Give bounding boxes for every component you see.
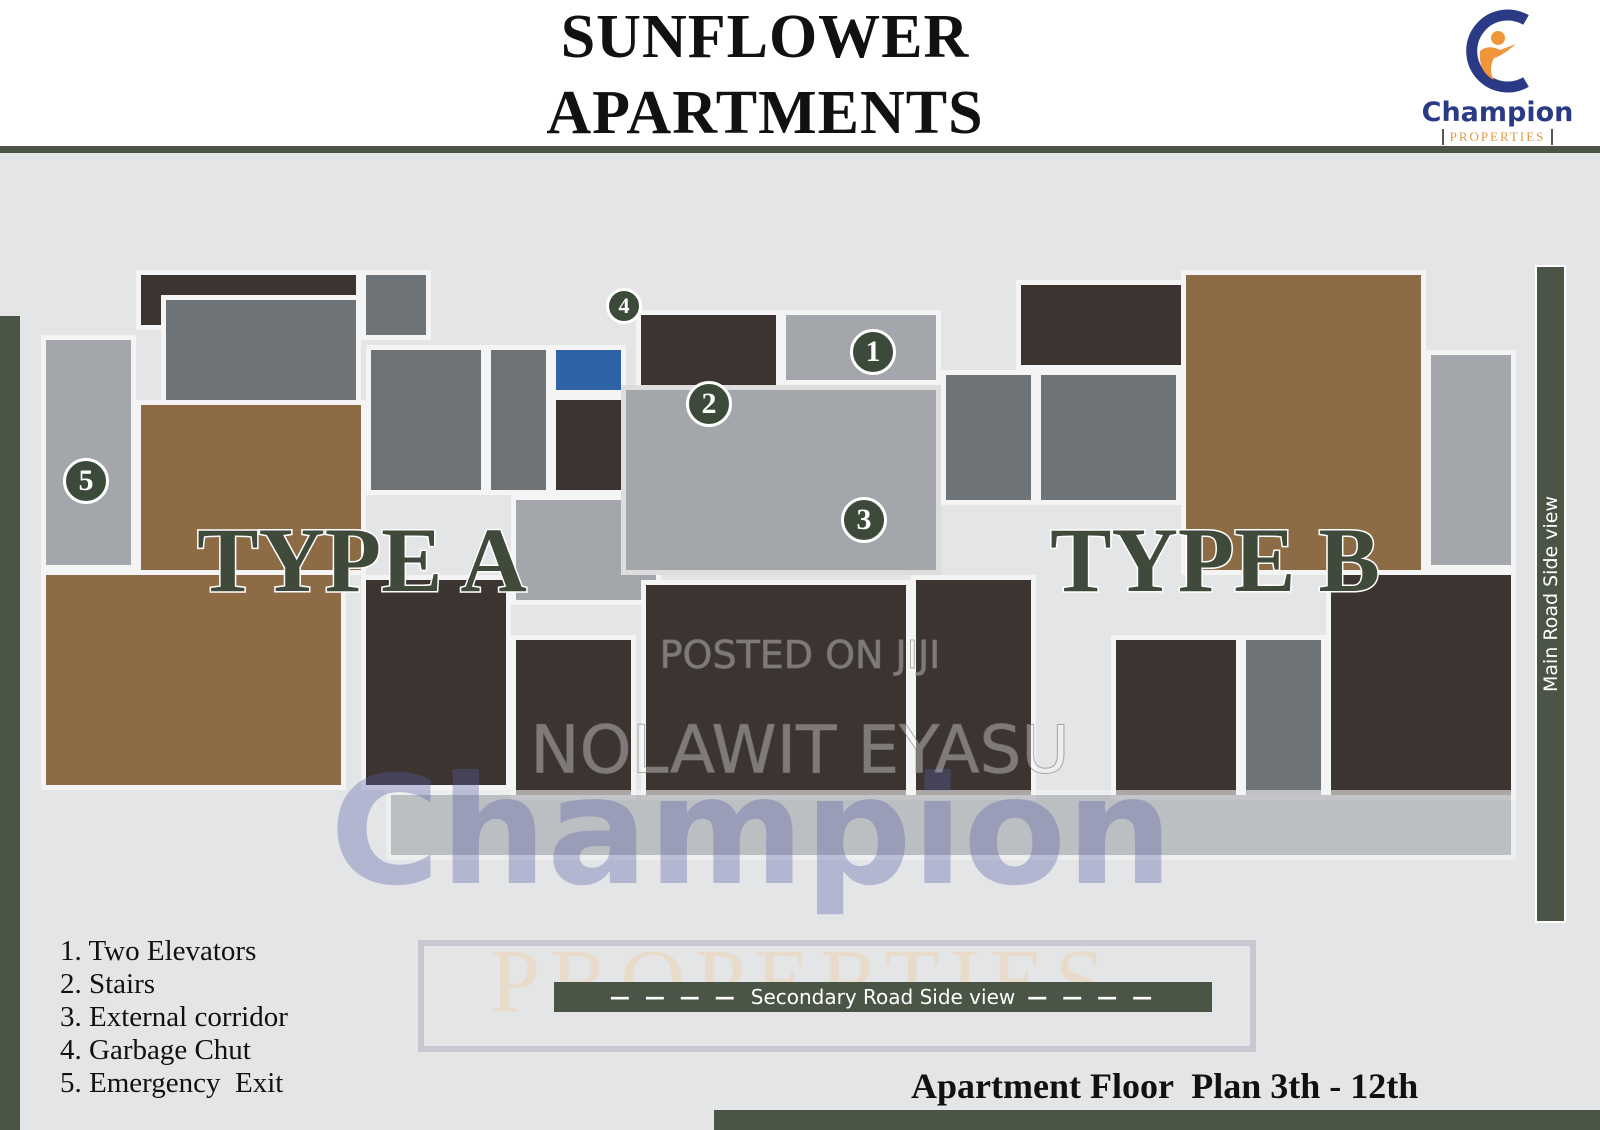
champion-logo: Champion PROPERTIES — [1410, 6, 1585, 146]
room-living-b — [1181, 270, 1426, 575]
type-b-label: TYPE B — [1049, 508, 1382, 613]
legend-item: 4. Garbage Chut — [60, 1034, 251, 1066]
legend: 1. Two Elevators 2. Stairs 3. External c… — [60, 935, 288, 1100]
room-master-a — [361, 575, 511, 790]
room-store-a — [361, 270, 431, 340]
room-closet-a — [551, 395, 626, 495]
marker-elevators: 1 — [850, 329, 896, 375]
title-line-2: APARTMENTS — [546, 79, 984, 147]
properties-watermark-frame — [418, 940, 1256, 1052]
room-bedroom-a2 — [511, 635, 636, 800]
room-bath-a2 — [551, 345, 626, 395]
road-dashes-left: — — — — — [609, 985, 739, 1009]
room-bath-a1 — [486, 345, 551, 495]
room-bath-b4 — [1241, 635, 1326, 800]
legend-item: 2. Stairs — [60, 968, 156, 1000]
room-living-a — [41, 570, 346, 790]
properties-watermark: PROPERTIES — [490, 930, 1115, 1033]
type-a-label: TYPE A — [196, 508, 529, 613]
legend-item: 3. External corridor — [60, 1001, 288, 1033]
brand-watermark: Champion — [330, 745, 1174, 919]
room-corridor — [621, 385, 941, 575]
champion-logo-icon — [1465, 9, 1529, 93]
marker-emergency-exit: 5 — [63, 458, 109, 504]
posted-watermark: POSTED ON JIJI — [659, 633, 941, 678]
author-watermark: NOLAWIT EYASU — [530, 711, 1070, 789]
header — [0, 0, 1600, 148]
room-bedroom-a1 — [366, 345, 486, 495]
marker-corridor: 3 — [841, 497, 887, 543]
left-accent-bar — [0, 316, 20, 1130]
marker-garbage-chute: 4 — [606, 288, 642, 324]
secondary-road-indicator: — — — — Secondary Road Side view — — — — — [554, 982, 1212, 1012]
room-balcony-front — [386, 790, 1516, 860]
main-road-label: Main Road Side view — [1539, 496, 1562, 692]
secondary-road-label: Secondary Road Side view — [750, 985, 1016, 1009]
room-kitchen-floor-b — [1036, 370, 1181, 505]
room-bedroom-b2 — [641, 580, 911, 800]
legend-item: 5. Emergency Exit — [60, 1067, 284, 1099]
marker-stairs: 2 — [686, 381, 732, 427]
room-bath-b — [941, 370, 1036, 505]
bottom-accent-bar — [714, 1110, 1600, 1130]
header-divider — [0, 146, 1600, 153]
room-balcony-b — [1426, 350, 1516, 570]
room-emergency-exit — [41, 335, 136, 570]
main-road-indicator: Main Road Side view — [1535, 265, 1566, 923]
road-dashes-right: — — — — — [1027, 985, 1157, 1009]
legend-item: 1. Two Elevators — [60, 935, 257, 967]
floor-plan-caption: Apartment Floor Plan 3th - 12th — [911, 1066, 1419, 1106]
floor-plan — [41, 270, 1516, 878]
title-line-1: SUNFLOWER — [560, 3, 970, 71]
room-kitchen-floor-a — [161, 295, 361, 405]
room-kitchen-b — [1016, 280, 1186, 370]
logo-name: Champion — [1421, 97, 1574, 128]
room-bedroom-b3 — [911, 575, 1036, 800]
room-dining-a — [136, 400, 366, 575]
logo-subtitle: PROPERTIES — [1441, 129, 1554, 145]
